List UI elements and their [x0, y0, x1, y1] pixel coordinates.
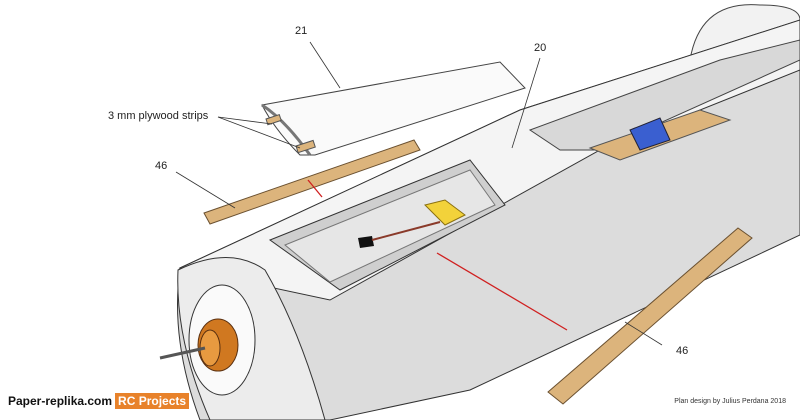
wire [371, 221, 441, 241]
site-name: Paper-replika.com [8, 394, 113, 408]
rear-cockpit [528, 39, 800, 151]
arrow [307, 179, 323, 198]
battery-box [424, 199, 466, 226]
connector [358, 236, 374, 248]
front-opening-floor [284, 169, 496, 283]
motor-shaft [159, 346, 206, 360]
servo [629, 117, 671, 151]
arrow [436, 252, 568, 331]
label-part-46-right: 46 [676, 345, 689, 357]
label-part-46-left: 46 [155, 160, 168, 172]
brand-logo: Paper-replika.com RC Projects [8, 393, 190, 409]
wood-strip-46-left [203, 139, 421, 225]
label-plywood-strips: 3 mm plywood strips [108, 110, 209, 122]
plywood-strip [265, 114, 282, 126]
plywood-strip [295, 139, 316, 154]
rc-projects-badge: RC Projects [115, 393, 190, 409]
leader-lines [175, 41, 663, 346]
label-part-21: 21 [295, 25, 308, 37]
wood-strip-46-right [547, 227, 753, 405]
design-credit: Plan design by Julius Perdana 2018 [674, 398, 786, 405]
hatch-21 [261, 61, 526, 156]
label-part-20: 20 [534, 42, 547, 54]
